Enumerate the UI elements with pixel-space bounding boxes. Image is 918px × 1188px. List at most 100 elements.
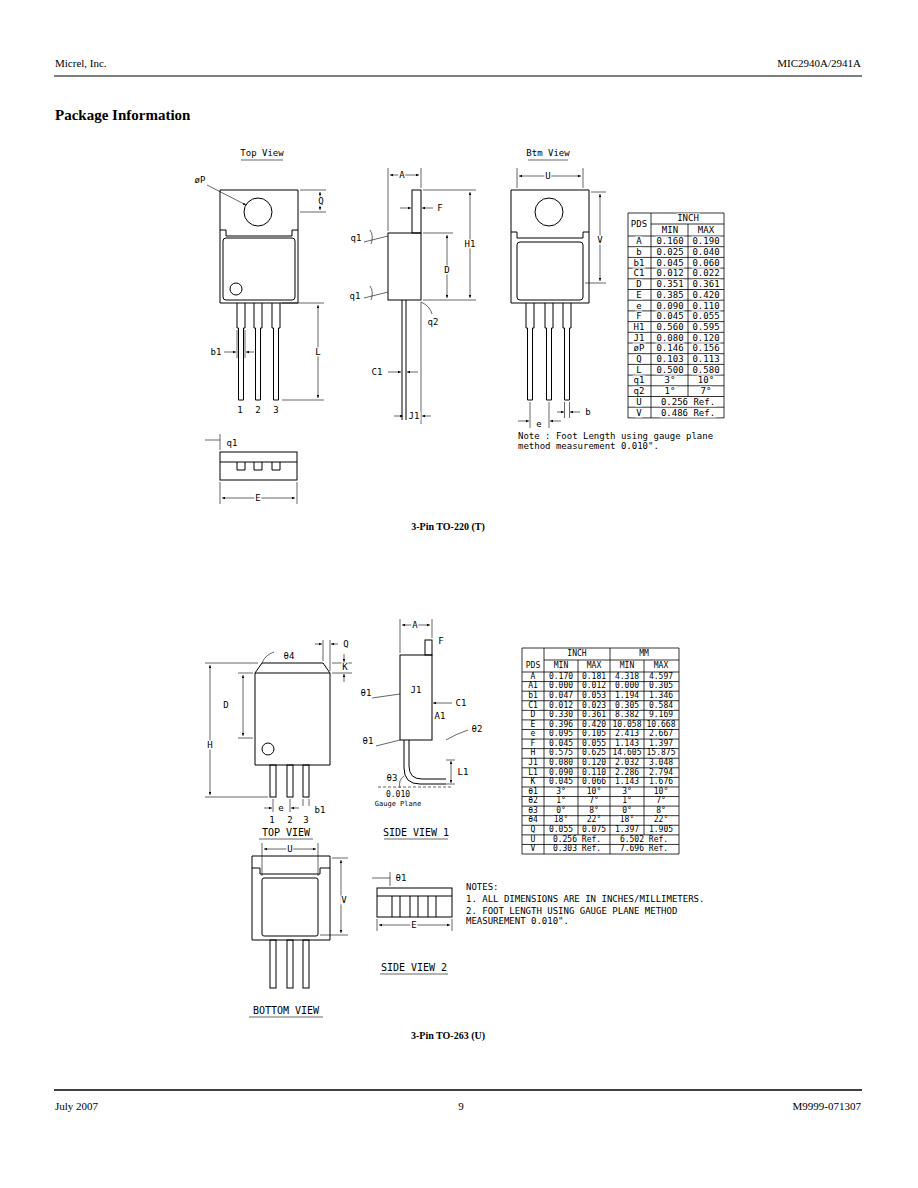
drawing-line [380, 974, 448, 975]
drawing-line [331, 644, 338, 645]
dimension-label: U [286, 845, 293, 854]
table-cell: 1.397 [648, 740, 674, 748]
table-cell: Q [530, 826, 537, 834]
dimension-label: q1 [350, 234, 363, 243]
table-cell: 0.305 [648, 682, 674, 690]
table-cell: 0.361 [691, 280, 720, 289]
table-cell: q2 [633, 387, 646, 396]
drawing-line [287, 765, 293, 797]
table-cell: A [530, 673, 537, 681]
dimension-label: E [254, 494, 261, 503]
table-cell: 0° [555, 807, 567, 815]
table-cell: 0.045 [655, 312, 684, 321]
drawing-line [422, 416, 431, 417]
table-cell: 1° [621, 797, 633, 805]
header-text: July 2007 [54, 1101, 99, 1112]
dimension-label: J1 [410, 686, 423, 695]
drawing-line [254, 303, 262, 400]
table-cell: θ2 [527, 797, 539, 805]
table-cell: øP [633, 344, 646, 353]
table-cell: D [635, 280, 642, 289]
table-rule [522, 648, 679, 649]
table-cell: 2.032 [614, 759, 640, 767]
pin-number: 2 [286, 816, 293, 825]
drawing-line [272, 303, 280, 400]
table-cell: 0.361 [581, 711, 607, 719]
table-cell: 0.181 [581, 673, 607, 681]
table-cell: 0.053 [581, 692, 607, 700]
table-cell: 0.595 [691, 322, 720, 331]
header-text: 9 [457, 1101, 465, 1112]
header-text: MIC2940A/2941A [776, 58, 862, 69]
table-rule [651, 224, 724, 225]
table-cell: 10.058 [612, 721, 643, 729]
drawing-line [400, 619, 432, 653]
drawing-line [545, 303, 553, 400]
dimension-label: F [437, 637, 444, 646]
table-cell: 0.000 [614, 682, 640, 690]
table-cell: 0.066 [581, 778, 607, 786]
table-cell: b1 [633, 258, 646, 267]
to263-top-view [205, 640, 352, 839]
table-cell: 0.420 [581, 721, 607, 729]
table-cell: 9.169 [648, 711, 674, 719]
drawing-line [273, 799, 290, 812]
figure-caption: 3-Pin TO-263 (U) [410, 1031, 486, 1041]
table-cell: θ1 [527, 788, 539, 796]
table-cell: 1.905 [648, 826, 674, 834]
table-cell: F [530, 740, 537, 748]
dimension-label: b [584, 408, 591, 417]
drawing-line [404, 740, 446, 784]
table-cell: 0.080 [548, 759, 574, 767]
drawing-line [400, 655, 432, 740]
table-cell: C1 [633, 269, 646, 278]
table-rule [688, 224, 689, 397]
drawing-line [530, 402, 549, 428]
dimension-label: H1 [464, 240, 477, 249]
table-cell: 3° [555, 788, 567, 796]
table-cell: 0.575 [548, 749, 574, 757]
table-cell: 0.095 [548, 730, 574, 738]
drawing-line [423, 233, 453, 234]
table-cell: 22° [586, 816, 602, 824]
drawing-line [303, 799, 309, 806]
drawing-line [557, 412, 564, 413]
note-text: 2. FOOT LENGTH USING GAUGE PLANE METHOD … [465, 906, 715, 927]
dimension-label: V [340, 896, 347, 905]
dimension-label: V [596, 236, 603, 245]
table-cell: 0.045 [548, 778, 574, 786]
table-rule [544, 648, 545, 854]
dimension-label: C1 [371, 368, 384, 377]
table-header: MAX [653, 662, 669, 670]
table-cell: 0° [621, 807, 633, 815]
drawing-line [388, 233, 421, 300]
drawing-line [388, 168, 421, 231]
table-cell: 0.060 [691, 258, 720, 267]
table-cell: 0.500 [655, 365, 684, 374]
table-cell: 0.580 [691, 365, 720, 374]
table-cell: b [635, 248, 642, 257]
drawing-line [315, 644, 322, 645]
table-cell: 3° [664, 376, 677, 385]
table-cell: A1 [527, 682, 539, 690]
table-cell: H1 [633, 322, 646, 331]
table-cell: 1.397 [614, 826, 640, 834]
drawing-line [210, 665, 211, 795]
drawing-line [262, 652, 274, 663]
table-cell: 0.420 [691, 290, 720, 299]
table-cell: 0.160 [655, 237, 684, 246]
table-cell: 8.382 [614, 711, 640, 719]
table-rule [651, 213, 652, 418]
drawing-line [377, 888, 452, 917]
table-cell: 8° [588, 807, 600, 815]
table-rule [644, 660, 645, 835]
drawing-line [244, 198, 272, 226]
drawing-line [402, 300, 406, 420]
drawing-line [400, 776, 405, 788]
table-cell: J1 [527, 759, 539, 767]
table-rule [522, 854, 679, 855]
table-cell: 0.047 [548, 692, 574, 700]
drawing-line [262, 878, 318, 936]
drawing-line [451, 761, 452, 783]
table-cell: 0.012 [655, 269, 684, 278]
